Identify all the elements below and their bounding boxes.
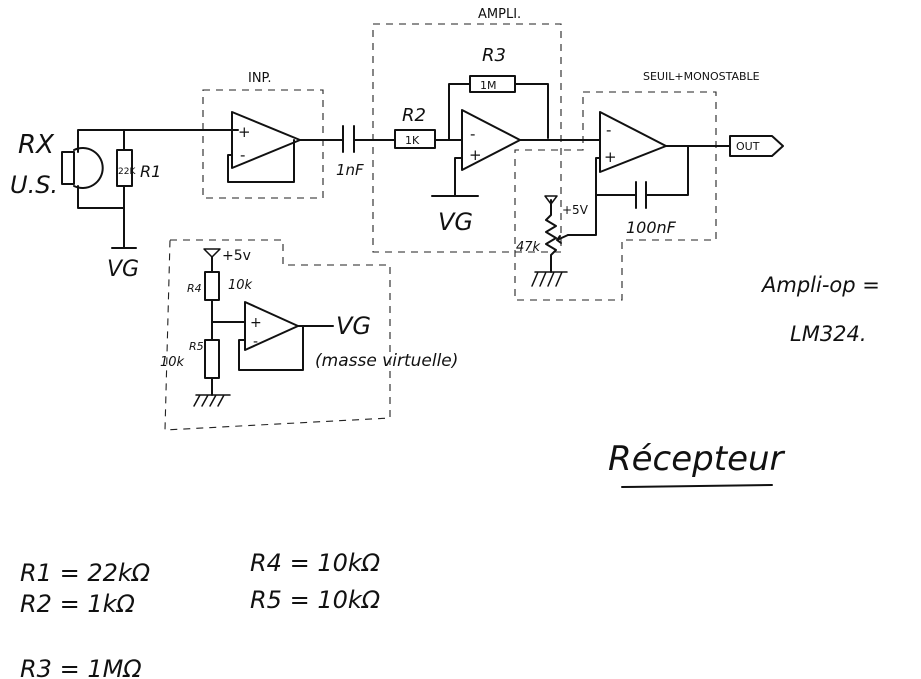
value-r5: R5 = 10kΩ: [250, 586, 381, 614]
page-title: Récepteur: [608, 439, 786, 479]
comparator-opamp-minus: -: [606, 121, 611, 139]
vg-label-2: VG: [438, 208, 473, 236]
receiver-label-rx: RX: [18, 130, 55, 160]
r1-body: [116, 149, 133, 187]
r3-body: [469, 75, 516, 93]
supply-b-label: +5V: [562, 203, 589, 217]
input-opamp-plus: +: [238, 123, 251, 141]
vg-label-1: VG: [107, 257, 139, 282]
r2-label: R2: [402, 105, 426, 126]
opamp-note-line1: Ampli-op =: [760, 273, 880, 297]
vg-opamp-plus: +: [250, 315, 262, 331]
input-block-title: INP.: [248, 71, 272, 86]
title-underline: [621, 484, 773, 488]
ampli-block-outline: [372, 23, 562, 253]
comparator-opamp: [599, 111, 667, 173]
value-r2: R2 = 1kΩ: [20, 590, 135, 618]
r3-feedback-wire: [448, 83, 549, 141]
input-feedback-wire: [227, 139, 344, 183]
out-label: OUT: [736, 140, 760, 153]
ground-symbol-icon: [193, 394, 231, 407]
r5-body: [204, 339, 220, 379]
value-r1: R1 = 22kΩ: [20, 559, 151, 587]
out-tag-icon: [729, 135, 784, 157]
r3-body-label: 1M: [480, 79, 497, 92]
r1-body-label: 22K: [118, 167, 136, 177]
ampli-opamp-plus: +: [469, 146, 482, 164]
ultrasonic-receiver-icon: [61, 147, 104, 189]
r4-body: [204, 271, 220, 301]
c2-feedback-capacitor: [595, 145, 689, 209]
r4-value: 10k: [228, 278, 253, 293]
c1-value: 1nF: [336, 161, 364, 179]
value-r3: R3 = 1MΩ: [20, 655, 142, 679]
seuil-block-outline: [514, 91, 717, 301]
value-r4: R4 = 10kΩ: [250, 549, 381, 577]
c2-value: 100nF: [626, 218, 677, 237]
receiver-label-us: U.S.: [10, 171, 58, 199]
virtual-ground-label: (masse virtuelle): [315, 351, 458, 371]
ampli-block-title: AMPLI.: [478, 7, 521, 22]
input-opamp: [231, 111, 301, 169]
r5-label: R5: [189, 340, 204, 353]
comparator-plus-wire: [567, 157, 601, 236]
r5-value: 10k: [160, 355, 185, 370]
r3-label: R3: [482, 45, 506, 66]
virtual-ground-opamp: [244, 301, 299, 351]
opamp-note-line2: LM324.: [790, 322, 867, 346]
r4-label: R4: [187, 282, 202, 295]
input-wire: [77, 129, 239, 153]
input-opamp-minus: -: [240, 146, 245, 164]
r2-body-label: 1K: [405, 134, 420, 147]
supply-a-label: +5v: [222, 248, 251, 264]
vg-out-label: VG: [336, 312, 371, 340]
ampli-opamp: [461, 109, 521, 171]
ampli-opamp-minus: -: [470, 125, 475, 143]
potentiometer-icon: [531, 195, 569, 287]
vg-opamp-minus: -: [253, 334, 258, 350]
pot-value: 47k: [516, 240, 541, 255]
vg-opamp-feedback-wire: [238, 325, 334, 371]
r1-label: R1: [140, 162, 161, 181]
ampli-plus-to-vg-wire: [431, 157, 479, 197]
comparator-opamp-plus: +: [604, 148, 617, 166]
seuil-block-title: SEUIL+MONOSTABLE: [643, 70, 760, 83]
supply-a-icon: [203, 248, 221, 258]
input-block-outline: [202, 89, 324, 199]
receiver-return-wire: [77, 185, 125, 209]
c1-capacitor: [342, 125, 396, 153]
